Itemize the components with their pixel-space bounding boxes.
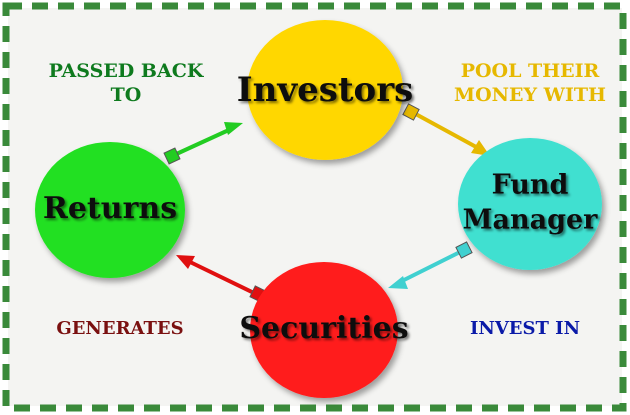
arrow-investors-to-fund-manager [402, 103, 490, 156]
edge-label-passed-line2: TO [111, 84, 142, 106]
edge-label-invest: INVEST IN [470, 318, 580, 339]
node-fund-manager-label-line2: Manager [463, 205, 599, 236]
node-securities-label: Securities [239, 311, 408, 346]
node-securities: Securities [239, 262, 409, 398]
node-returns: Returns [35, 142, 185, 278]
arrows [163, 103, 490, 303]
edge-label-generates: GENERATES [56, 318, 183, 339]
edge-label-pool-line1: POOL THEIR [461, 60, 600, 82]
edge-label-passed-line1: PASSED BACK [49, 60, 205, 82]
node-investors: Investors [237, 20, 414, 160]
node-returns-label: Returns [43, 191, 177, 226]
edge-label-pool: POOL THEIR MONEY WITH [454, 60, 606, 106]
arrow-returns-to-investors [163, 122, 243, 165]
node-fund-manager: Fund Manager [458, 138, 602, 270]
node-investors-label: Investors [237, 70, 414, 110]
edge-label-passed: PASSED BACK TO [49, 60, 205, 106]
edge-label-pool-line2: MONEY WITH [454, 84, 606, 106]
edge-label-invest-line1: INVEST IN [470, 318, 580, 339]
arrow-fund-manager-to-securities [388, 241, 473, 289]
edge-label-generates-line1: GENERATES [56, 318, 183, 339]
node-fund-manager-label-line1: Fund [492, 170, 569, 201]
